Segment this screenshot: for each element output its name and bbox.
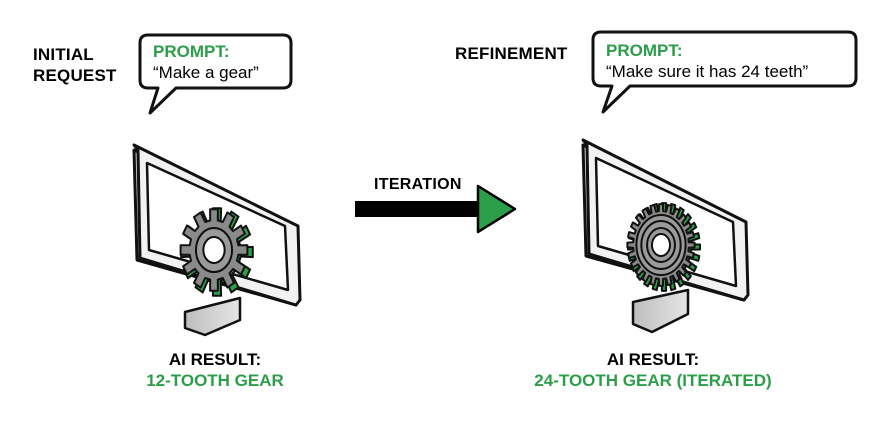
left-prompt-label: PROMPT: bbox=[153, 42, 230, 61]
right-speech-bubble bbox=[591, 30, 858, 114]
refinement-heading-text: REFINEMENT bbox=[455, 44, 568, 63]
right-monitor-stand bbox=[631, 288, 690, 334]
initial-request-line2: REQUEST bbox=[33, 66, 117, 85]
right-gear-ring-3 bbox=[650, 233, 672, 257]
right-result-label: AI RESULT: bbox=[606, 350, 700, 369]
iteration-arrowhead bbox=[476, 184, 517, 234]
left-gear-icon bbox=[179, 207, 254, 297]
left-result-label: AI RESULT: bbox=[168, 350, 262, 369]
iteration-label: ITERATION bbox=[374, 176, 462, 193]
right-result: AI RESULT: 24-TOOTH GEAR (ITERATED) bbox=[518, 349, 788, 391]
left-speech-bubble bbox=[138, 33, 293, 115]
left-result-value: 12-TOOTH GEAR bbox=[146, 371, 284, 390]
refinement-heading: REFINEMENT bbox=[455, 43, 568, 64]
right-prompt: PROMPT: “Make sure it has 24 teeth” bbox=[606, 40, 808, 82]
iteration-arrow bbox=[355, 184, 517, 234]
left-monitor-stand bbox=[183, 296, 242, 337]
left-result: AI RESULT: 12-TOOTH GEAR bbox=[100, 349, 330, 391]
right-result-value: 24-TOOTH GEAR (ITERATED) bbox=[534, 371, 772, 390]
initial-request-heading: INITIAL REQUEST bbox=[33, 44, 117, 86]
iteration-arrow-shaft bbox=[355, 201, 487, 217]
initial-request-line1: INITIAL bbox=[33, 45, 94, 64]
left-gear-ring-1 bbox=[202, 236, 226, 264]
right-prompt-label: PROMPT: bbox=[606, 41, 683, 60]
left-prompt: PROMPT: “Make a gear” bbox=[153, 41, 259, 83]
right-gear-icon bbox=[626, 202, 701, 292]
left-prompt-text: “Make a gear” bbox=[153, 63, 259, 82]
right-prompt-text: “Make sure it has 24 teeth” bbox=[606, 62, 809, 81]
